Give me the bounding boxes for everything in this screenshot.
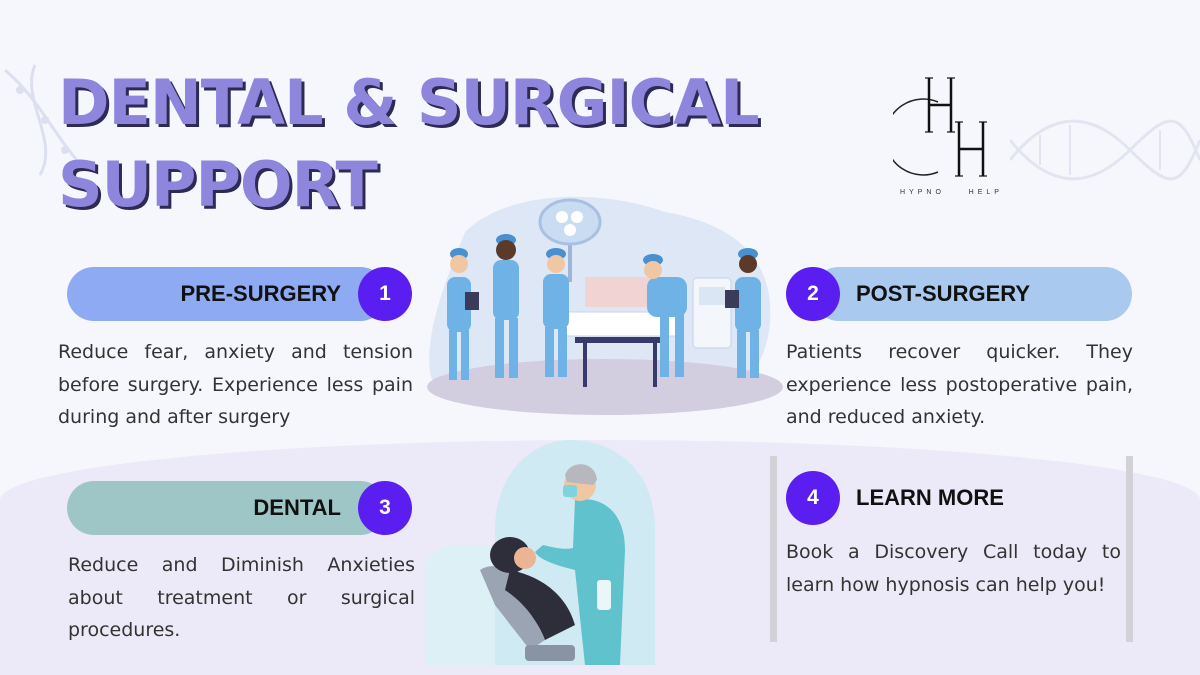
divider-right (1126, 456, 1133, 642)
post-surgery-description: Patients recover quicker. They experienc… (786, 341, 1133, 428)
dental-label: DENTAL (253, 495, 341, 520)
pre-surgery-pill: PRE-SURGERY (67, 267, 387, 321)
step-number-1: 1 (358, 267, 412, 321)
step-number-4: 4 (786, 471, 840, 525)
dna-helix-icon-right (1010, 119, 1200, 181)
post-surgery-pill: POST-SURGERY (812, 267, 1132, 321)
dentist-illustration (425, 440, 655, 665)
post-surgery-label: POST-SURGERY (856, 281, 1030, 306)
step-number-2: 2 (786, 267, 840, 321)
divider-left (770, 456, 777, 642)
learn-more-description: Book a Discovery Call today to learn how… (786, 541, 1121, 596)
dental-pill: DENTAL (67, 481, 387, 535)
learn-more-button[interactable]: LEARN MORE (856, 485, 1004, 510)
page-title: DENTAL & SURGICAL SUPPORT (58, 62, 760, 226)
dna-helix-icon (4, 64, 87, 176)
title-line-2: SUPPORT (58, 148, 378, 221)
logo-subtitle: HYPNO HELP (900, 189, 1003, 196)
pre-surgery-label: PRE-SURGERY (180, 281, 341, 306)
step-number-3: 3 (358, 481, 412, 535)
surgery-team-illustration (427, 196, 783, 415)
dental-description: Reduce and Diminish Anxieties about trea… (68, 554, 415, 641)
hh-logo-icon (893, 77, 987, 177)
pre-surgery-description: Reduce fear, anxiety and tension before … (58, 341, 413, 428)
title-line-1: DENTAL & SURGICAL (58, 66, 760, 139)
